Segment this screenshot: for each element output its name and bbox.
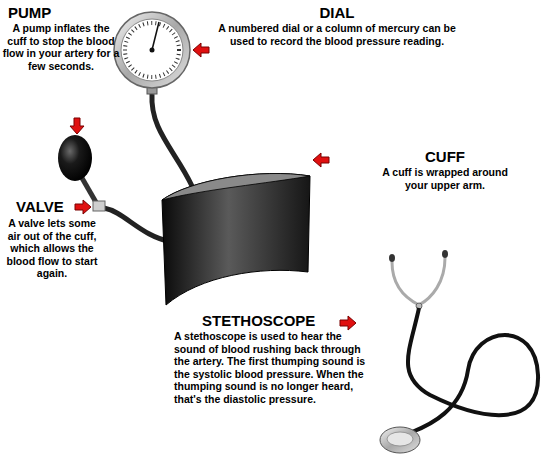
pointer-arrow xyxy=(193,43,209,57)
pointer-arrow xyxy=(70,118,84,134)
pointer-arrow xyxy=(340,316,356,330)
dial-hose xyxy=(152,94,192,186)
part-description: A valve lets some air out of the cuff, w… xyxy=(2,217,102,280)
part-description: A stethoscope is used to hear the sound … xyxy=(174,330,374,406)
part-description: A cuff is wrapped around your upper arm. xyxy=(380,166,510,191)
part-description: A numbered dial or a column of mercury c… xyxy=(212,22,462,47)
pointer-arrow xyxy=(313,153,329,167)
part-heading: STETHOSCOPE xyxy=(202,312,342,330)
part-heading: CUFF xyxy=(380,148,510,166)
pointer-arrow xyxy=(75,200,91,214)
pump-hose xyxy=(104,208,172,242)
dial-gauge xyxy=(114,12,190,94)
part-heading: VALVE xyxy=(16,198,86,216)
cuff-band xyxy=(162,173,310,305)
pump-bulb xyxy=(58,135,97,204)
part-heading: DIAL xyxy=(212,4,462,22)
part-description: A pump inflates the cuff to stop the blo… xyxy=(2,22,120,72)
stethoscope-drawing xyxy=(380,250,538,453)
part-heading: PUMP xyxy=(8,4,78,22)
valve-part xyxy=(93,201,105,211)
